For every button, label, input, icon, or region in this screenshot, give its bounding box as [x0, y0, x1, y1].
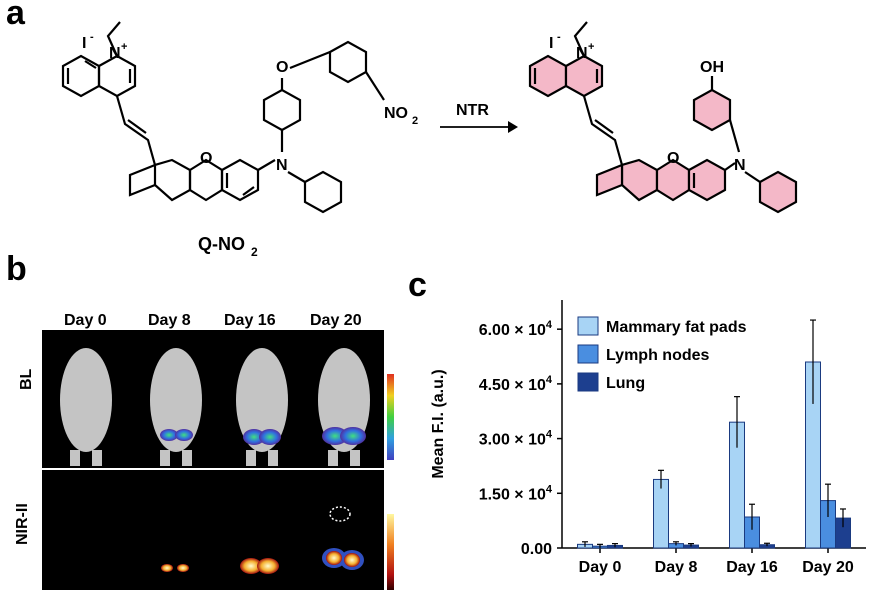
y-tick-label: 3.00 × 104	[479, 429, 553, 449]
nir-row	[42, 470, 394, 590]
reactant-structure	[61, 21, 385, 214]
nitro-subscript: 2	[412, 115, 418, 127]
x-tick-label: Day 8	[655, 559, 698, 576]
bl-mice	[60, 348, 370, 466]
legend-label: Mammary fat pads	[606, 319, 747, 336]
iodide-label: I	[82, 35, 86, 52]
ether-oxygen-label: O	[276, 59, 288, 76]
product-nitrogen-label: N	[576, 45, 588, 62]
nitrogen-charge: +	[121, 41, 127, 53]
x-tick-label: Day 0	[579, 559, 622, 576]
amine-nitrogen-label: N	[276, 157, 288, 174]
product-structure	[528, 54, 798, 214]
legend-label: Lung	[606, 375, 645, 392]
compound-label: Q-NO	[198, 234, 245, 254]
day-label-16: Day 16	[224, 312, 276, 329]
product-nitrogen-charge: +	[588, 41, 594, 53]
y-axis-label: Mean F.I. (a.u.)	[430, 369, 447, 478]
y-tick-label: 1.50 × 104	[479, 483, 553, 503]
chart-axes: 0.00 1.50 × 104 3.00 × 104 4.50 × 104 6.00 ×…	[430, 300, 866, 576]
product-iodide-charge: -	[557, 31, 561, 43]
hydroxyl-label: OH	[700, 59, 724, 76]
chart-bars	[577, 319, 851, 549]
x-tick-label: Day 20	[802, 559, 854, 576]
day-label-20: Day 20	[310, 312, 362, 329]
y-tick-label: 6.00 × 104	[479, 319, 553, 339]
nir-colorbar	[387, 514, 394, 590]
y-tick-label: 0.00	[521, 541, 552, 558]
product-iodide-label: I	[549, 35, 553, 52]
arrow-label: NTR	[456, 102, 489, 119]
compound-label-subscript: 2	[251, 245, 258, 259]
legend-swatch	[577, 372, 599, 392]
product-ring-oxygen-label: O	[667, 150, 679, 167]
legend-swatch	[577, 316, 599, 336]
day-label-0: Day 0	[64, 312, 107, 329]
y-tick-label: 4.50 × 104	[479, 374, 553, 394]
bl-row	[42, 330, 394, 468]
nir-signal	[161, 506, 364, 574]
panel-a-label: a	[6, 0, 25, 32]
nitro-label: NO	[384, 105, 408, 122]
legend-swatch	[577, 344, 599, 364]
iodide-charge: -	[90, 31, 94, 43]
day-label-8: Day 8	[148, 312, 191, 329]
nitrogen-label: N	[109, 45, 121, 62]
bl-colorbar	[387, 374, 394, 460]
panel-b-label: b	[6, 250, 27, 288]
x-tick-label: Day 16	[726, 559, 778, 576]
panel-c-label: c	[408, 266, 427, 304]
reaction-scheme: I - N + O N O NO 2 Q-NO 2 NTR	[61, 21, 798, 259]
product-amine-nitrogen-label: N	[734, 157, 746, 174]
legend-label: Lymph nodes	[606, 347, 710, 364]
bl-signal	[160, 427, 366, 445]
reaction-arrow: NTR	[440, 102, 518, 133]
bar	[653, 478, 669, 549]
ring-oxygen-label: O	[200, 150, 212, 167]
